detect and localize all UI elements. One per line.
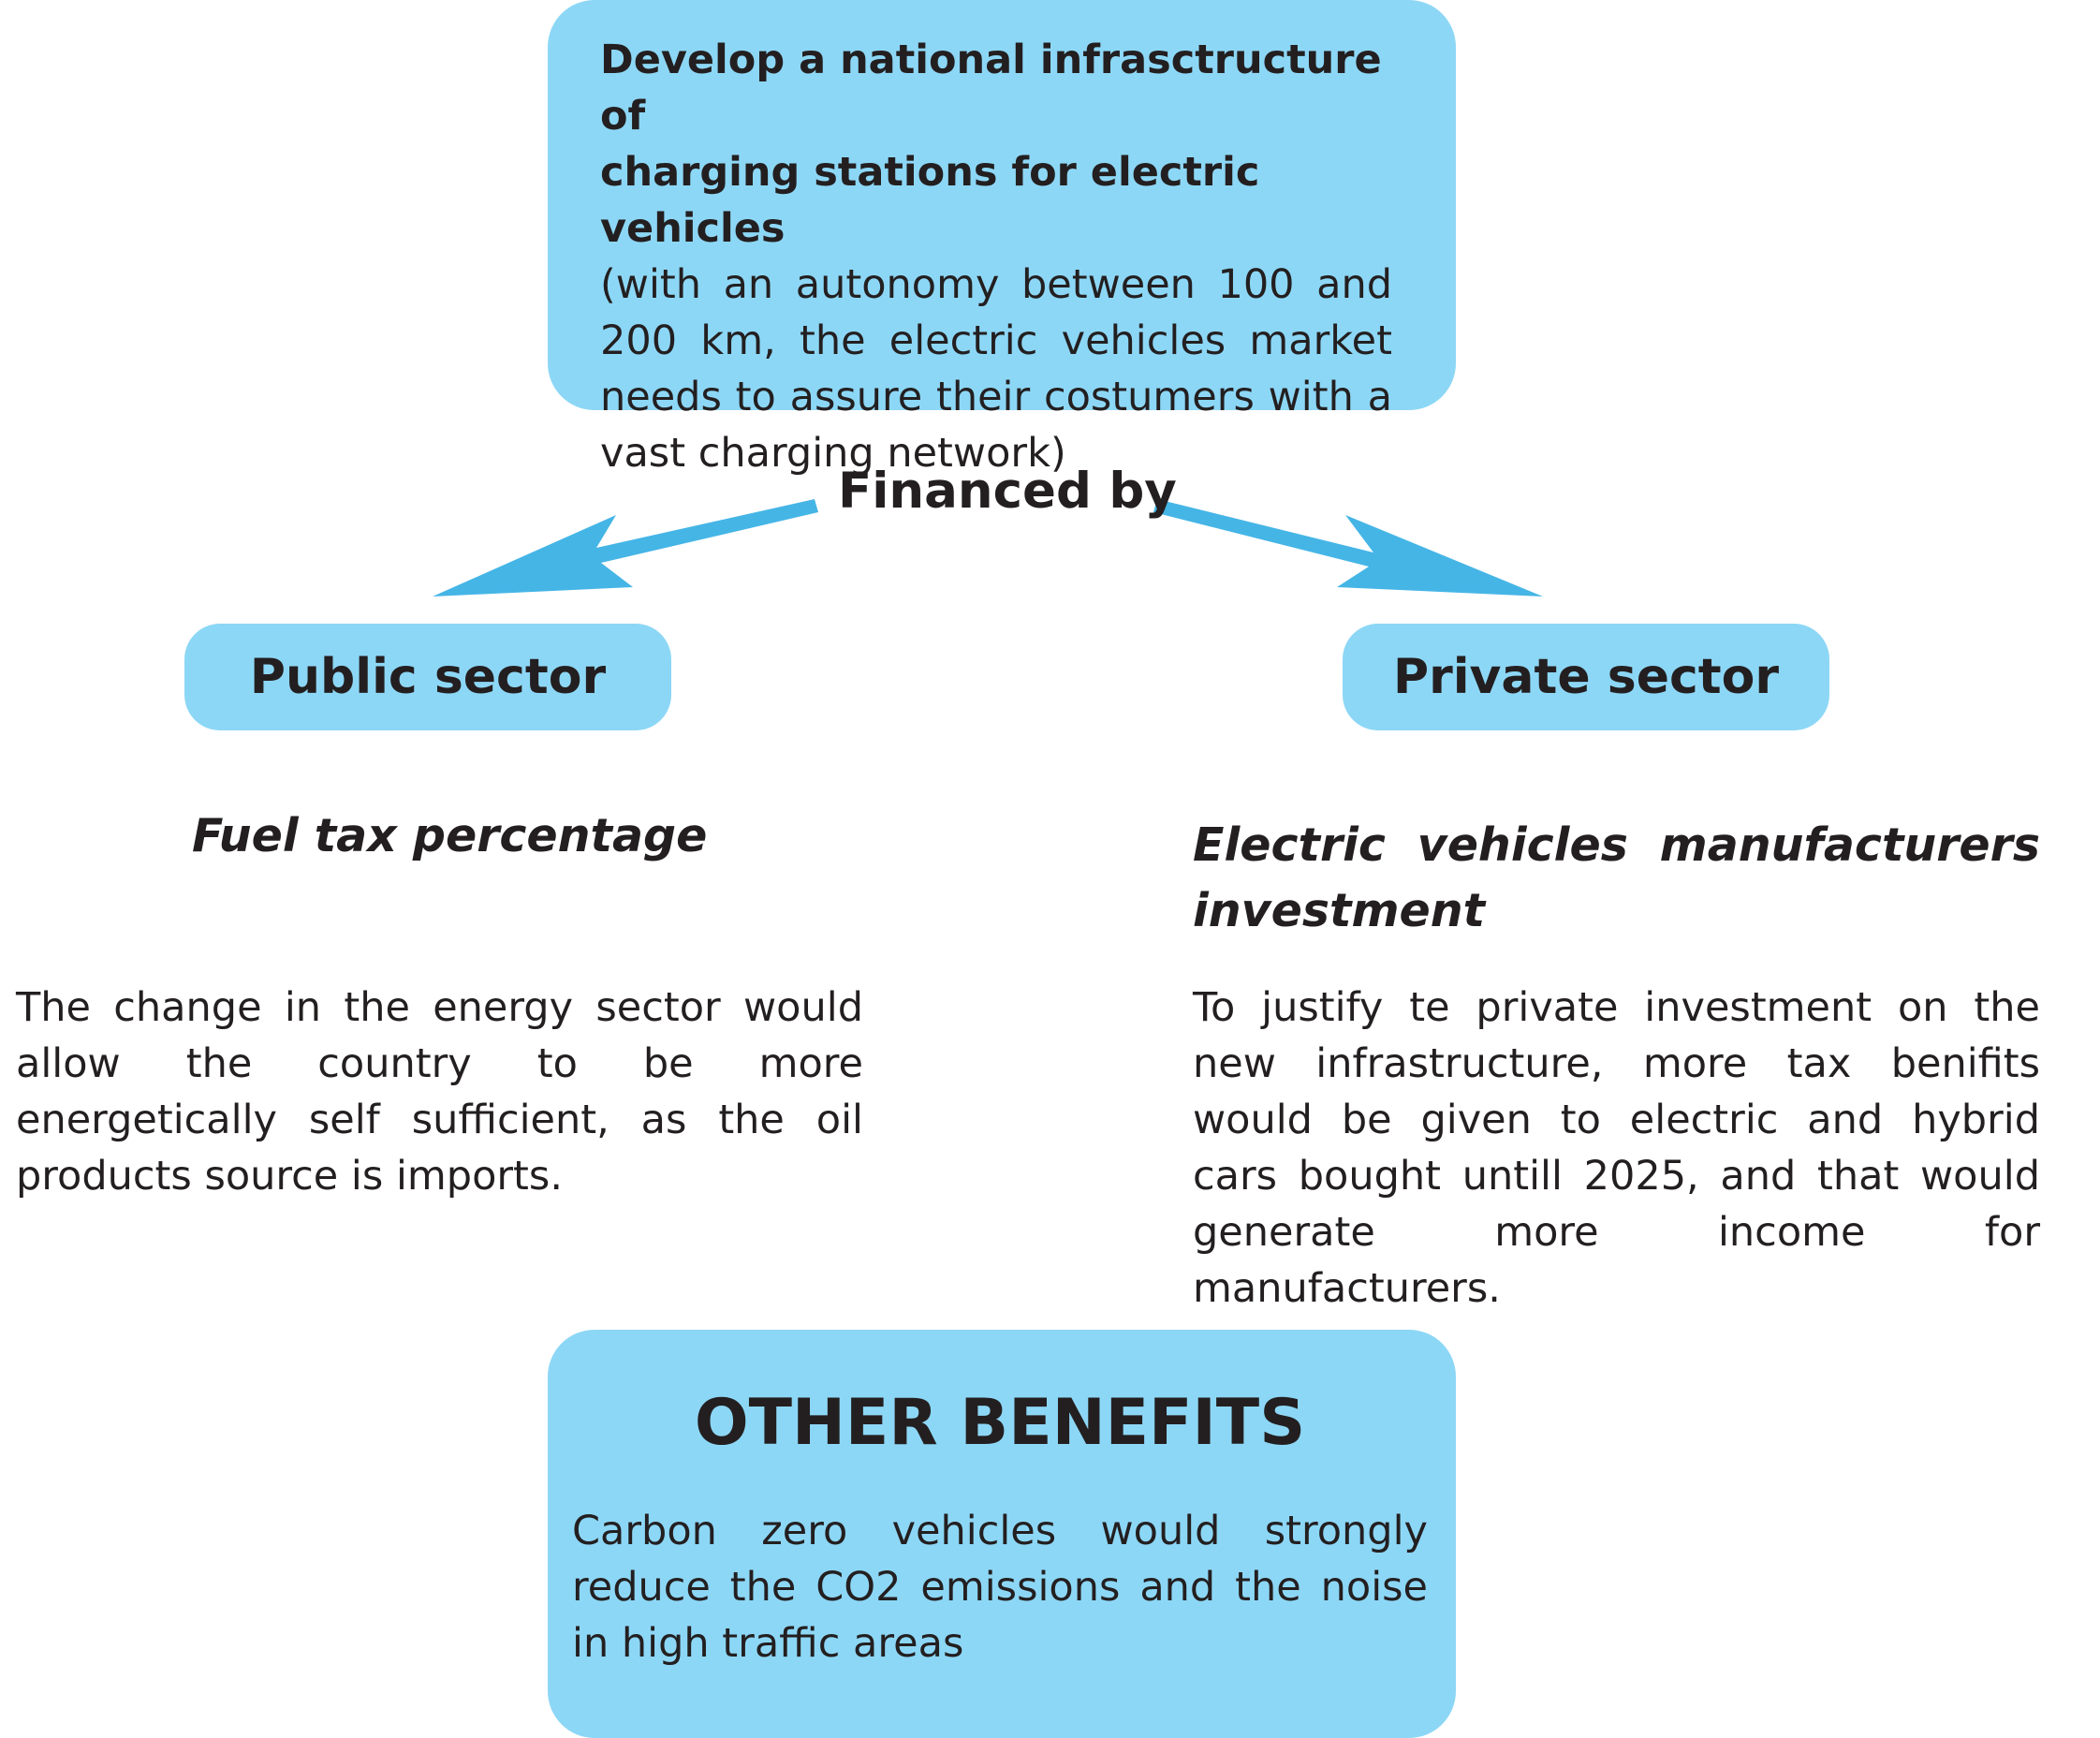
public-funding-source: Fuel tax percentage bbox=[192, 809, 708, 862]
public-sector-title: Public sector bbox=[249, 649, 607, 705]
arrow-to-private-sector bbox=[1153, 499, 1543, 597]
private-sector-description: To justify te private investment on the … bbox=[1193, 984, 2040, 1312]
infrastructure-goal-box: Develop a national infrasctructure of ch… bbox=[548, 0, 1456, 477]
private-sector-box: Private sector bbox=[1343, 624, 1829, 730]
public-sector-description: The change in the energy sector would al… bbox=[16, 984, 863, 1200]
goal-description: (with an autonomy between 100 and 200 km… bbox=[600, 261, 1392, 477]
financed-by-label: Financed by bbox=[838, 463, 1177, 520]
other-benefits-title: OTHER BENEFITS bbox=[694, 1386, 1306, 1460]
goal-heading-line-1: Develop a national infrasctructure of bbox=[600, 37, 1382, 140]
private-funding-source: Electric vehicles manufacturers investme… bbox=[1193, 818, 2040, 937]
goal-heading-line-2: charging stations for electric vehicles bbox=[600, 149, 1260, 252]
other-benefits-box: OTHER BENEFITS Carbon zero vehicles woul… bbox=[548, 1330, 1456, 1738]
private-sector-title: Private sector bbox=[1392, 649, 1780, 705]
other-benefits-description: Carbon zero vehicles would strongly redu… bbox=[572, 1508, 1428, 1667]
public-sector-box: Public sector bbox=[184, 624, 671, 730]
arrow-to-public-sector bbox=[433, 499, 818, 597]
goal-heading: Develop a national infrasctructure of ch… bbox=[600, 32, 1392, 257]
